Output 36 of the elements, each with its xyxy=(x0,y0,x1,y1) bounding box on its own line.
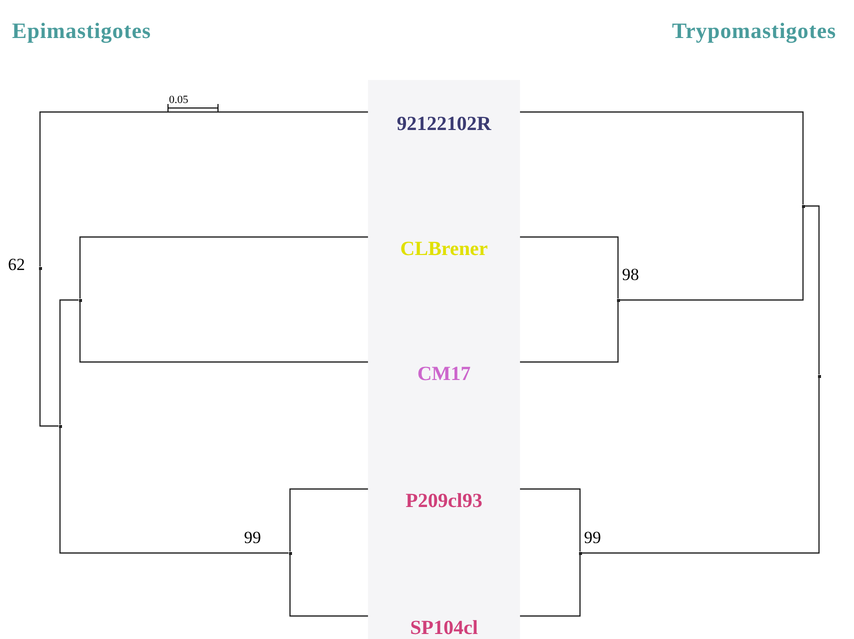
tree-junction xyxy=(616,298,620,302)
bootstrap-value: 99 xyxy=(244,529,261,546)
taxon-label: 92122102R xyxy=(368,108,520,134)
tree-junction xyxy=(58,424,62,428)
bootstrap-value: 99 xyxy=(584,529,601,546)
tree-branch xyxy=(289,488,368,552)
tree-junction xyxy=(802,204,804,208)
tree-branch xyxy=(59,428,288,554)
tree-branch xyxy=(520,488,581,552)
tree-junction xyxy=(578,552,582,554)
tree-branch xyxy=(39,270,58,427)
tree-branch xyxy=(39,111,368,266)
tree-branch xyxy=(620,208,804,301)
panel-heading: Trypomastigotes xyxy=(672,17,836,45)
taxon-label: P209cl93 xyxy=(368,485,520,511)
panel-heading: Epimastigotes xyxy=(12,17,152,45)
tree-branch xyxy=(520,554,581,617)
tree-branch xyxy=(804,205,820,374)
tree-junction xyxy=(818,374,820,378)
bootstrap-value: 98 xyxy=(622,266,639,283)
tree-branch xyxy=(59,299,78,424)
tree-branch xyxy=(582,378,820,554)
taxon-label: SP104cl xyxy=(368,612,520,638)
tree-junction xyxy=(38,266,42,270)
tree-branch xyxy=(289,554,368,617)
bootstrap-value: 62 xyxy=(8,256,25,273)
scale-value: 0.05 xyxy=(169,93,188,108)
tree-branch xyxy=(79,236,368,298)
taxon-label: CLBrener xyxy=(368,233,520,259)
tree-branch xyxy=(520,302,619,363)
tree-junction xyxy=(288,552,292,554)
tree-branch xyxy=(520,111,804,204)
tree-junction xyxy=(78,298,82,302)
tree-branch xyxy=(520,236,619,298)
taxon-label: CM17 xyxy=(368,358,520,384)
tree-branch xyxy=(79,302,368,363)
